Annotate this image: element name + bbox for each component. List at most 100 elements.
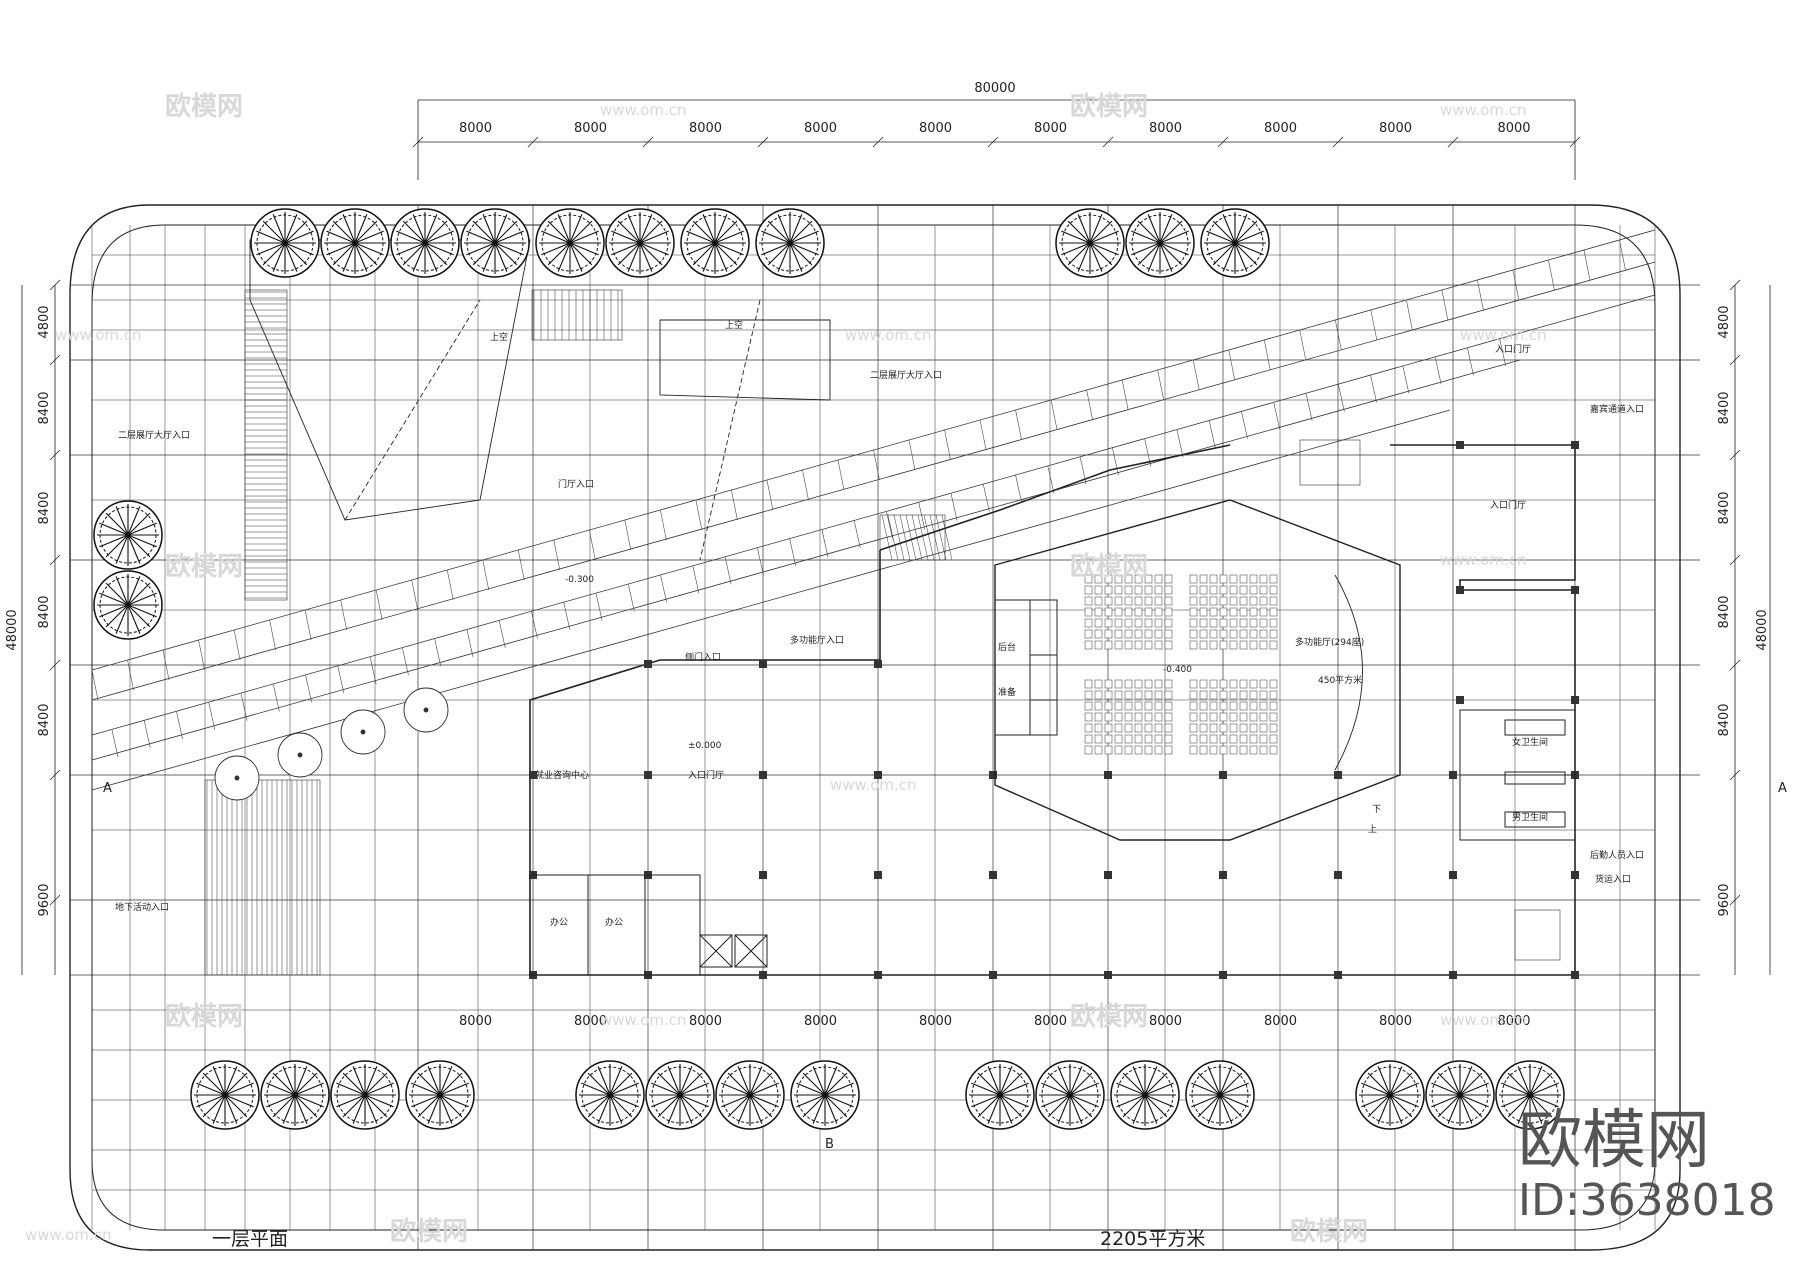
seat [1229, 712, 1238, 722]
tree-branch [1234, 230, 1264, 244]
tree [1425, 1060, 1495, 1130]
stair-down-label: 下 [1372, 805, 1381, 815]
seat [1259, 574, 1268, 584]
tree-branch [777, 242, 791, 272]
seat [1104, 723, 1113, 733]
tree-branch [1437, 1094, 1461, 1118]
tree-branch [547, 242, 571, 266]
tree-branch [364, 1066, 378, 1096]
seat [1094, 723, 1103, 733]
column [759, 660, 767, 668]
tree-branch [569, 242, 583, 272]
tree-branch [266, 1082, 296, 1096]
tree-branch [494, 242, 518, 266]
tree-branch [294, 1072, 318, 1096]
watermark-url: www.om.cn [830, 776, 917, 794]
paving-tick [340, 599, 347, 631]
seat [1104, 640, 1113, 650]
tree-branch [439, 1066, 453, 1096]
tree-ring [796, 1066, 854, 1124]
seat [1259, 607, 1268, 617]
tree-branch [737, 1066, 751, 1096]
seat [1259, 679, 1268, 689]
tree-branch [587, 1072, 611, 1096]
tree-branch [1529, 1094, 1553, 1118]
tree-branch [1459, 1094, 1483, 1118]
stair-tread [893, 514, 905, 561]
seat [1124, 690, 1133, 700]
tree-branch [1122, 1094, 1146, 1118]
stair-tread [923, 514, 935, 561]
seat [1269, 574, 1278, 584]
tree-branch [802, 1094, 826, 1118]
paving-tick [1477, 279, 1484, 311]
seat [1104, 690, 1113, 700]
tree-branch [99, 522, 129, 536]
overall-depth-dim-right: 48000 [1755, 609, 1770, 650]
dim-tick [49, 659, 61, 671]
tree-branch [639, 214, 653, 244]
dim-tick [49, 449, 61, 461]
seat [1114, 596, 1123, 606]
trees [93, 208, 1565, 1130]
tree-branch [1144, 1066, 1158, 1096]
tree-branch [617, 242, 641, 266]
tree-branch [224, 1094, 254, 1108]
seat [1199, 712, 1208, 722]
seat [1229, 618, 1238, 628]
column [874, 971, 882, 979]
tree-branch [611, 242, 641, 256]
tree-branch [547, 220, 571, 244]
tree-branch [105, 512, 129, 536]
tree-branch [692, 220, 716, 244]
tree-ring [651, 1066, 709, 1124]
tree-branch [639, 230, 669, 244]
tree-branch [617, 220, 641, 244]
tree-branch [472, 242, 496, 266]
tree-branch [282, 1066, 296, 1096]
seat [1134, 585, 1143, 595]
tree-branch [1529, 1072, 1553, 1096]
seat [1154, 690, 1163, 700]
seat [1219, 712, 1228, 722]
seat [1084, 596, 1093, 606]
bay-dimension-label: 8000 [574, 121, 607, 136]
tree-branch [609, 1072, 633, 1096]
tree-branch [796, 1094, 826, 1108]
tree-branch [639, 242, 653, 272]
tree-branch [364, 1094, 394, 1108]
seat [1229, 607, 1238, 617]
tree [190, 1060, 260, 1130]
section-marker-b: B [825, 1137, 834, 1152]
tree-branch [326, 242, 356, 256]
tree-ring [411, 1066, 469, 1124]
bottom-bay-dimension-label: 8000 [1264, 1014, 1297, 1029]
seat [1209, 723, 1218, 733]
tree-branch [212, 1066, 226, 1096]
tree-branch [1234, 242, 1264, 256]
seat [1124, 679, 1133, 689]
tree-branch [1212, 242, 1236, 266]
dim-tick [1729, 279, 1741, 291]
seat [1134, 640, 1143, 650]
drawing-area: 2205平方米 [1100, 1228, 1205, 1250]
tree-branch [105, 534, 129, 558]
tree-branch [282, 1094, 296, 1124]
multi-hall-area-label: 450平方米 [1318, 674, 1362, 686]
seat [1209, 701, 1218, 711]
column [1219, 771, 1227, 779]
dim-tick [1569, 136, 1581, 148]
tree-branch [1507, 1094, 1531, 1118]
tree-branch [352, 1066, 366, 1096]
seat [1219, 745, 1228, 755]
seat [1154, 734, 1163, 744]
seat [1189, 723, 1198, 733]
seat [1154, 679, 1163, 689]
seat [1199, 723, 1208, 733]
seat [1084, 574, 1093, 584]
paving-tick [731, 489, 738, 521]
seat [1189, 701, 1198, 711]
tree-branch [977, 1072, 1001, 1096]
